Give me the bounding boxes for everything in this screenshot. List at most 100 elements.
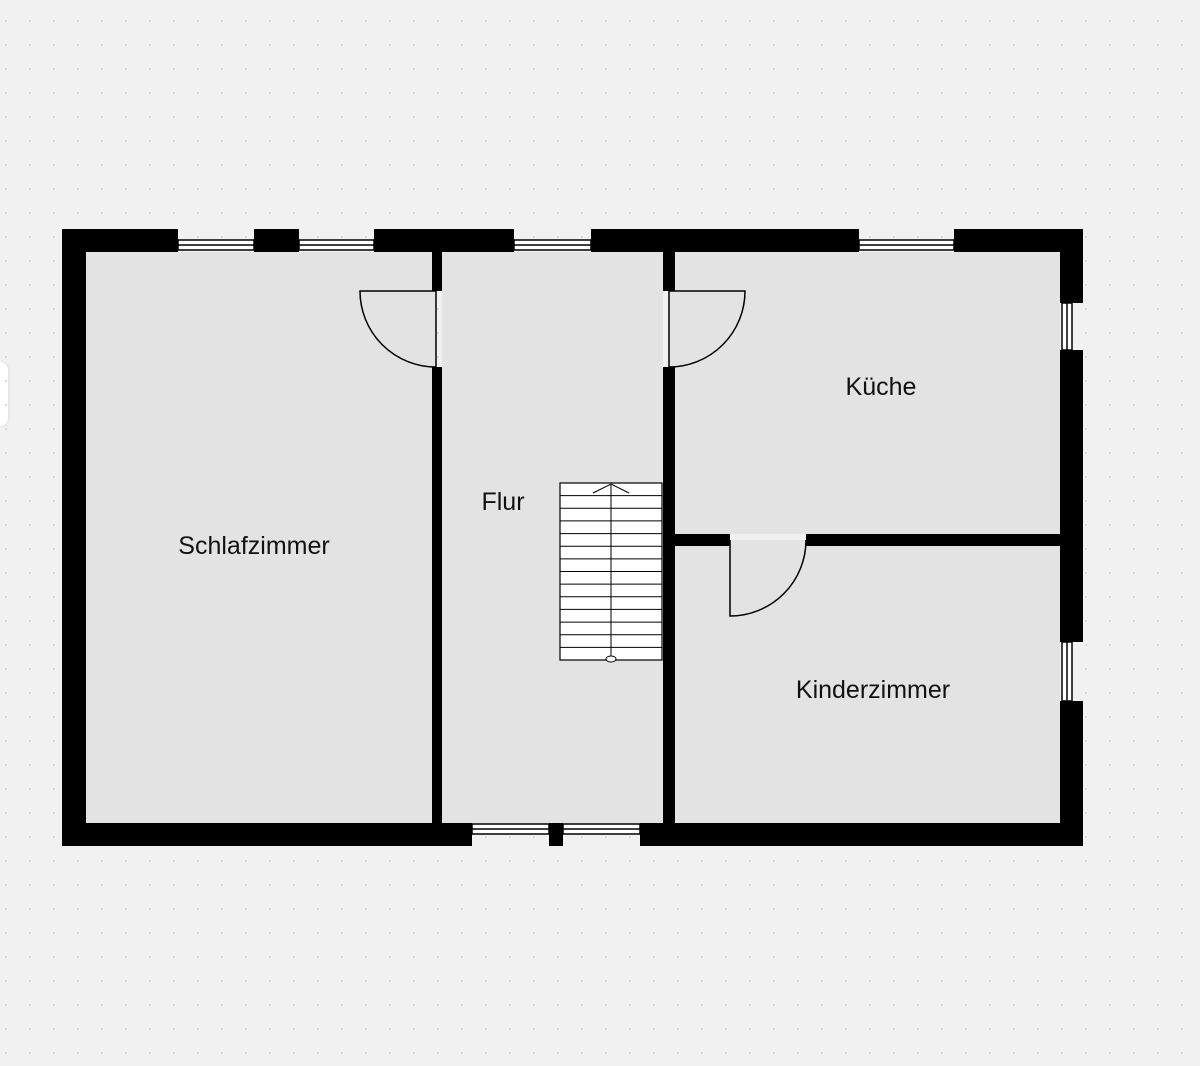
- grid-dot: [1133, 764, 1135, 766]
- grid-dot: [1037, 1028, 1039, 1030]
- grid-dot: [29, 332, 31, 334]
- grid-dot: [1061, 884, 1063, 886]
- grid-dot: [1013, 140, 1015, 142]
- grid-dot: [269, 980, 271, 982]
- grid-dot: [821, 92, 823, 94]
- grid-dot: [869, 140, 871, 142]
- grid-dot: [269, 68, 271, 70]
- grid-dot: [773, 884, 775, 886]
- grid-dot: [29, 620, 31, 622]
- grid-dot: [533, 932, 535, 934]
- grid-dot: [389, 860, 391, 862]
- grid-dot: [629, 44, 631, 46]
- grid-dot: [77, 908, 79, 910]
- grid-dot: [1181, 452, 1183, 454]
- grid-dot: [437, 44, 439, 46]
- grid-dot: [773, 44, 775, 46]
- grid-dot: [5, 836, 7, 838]
- grid-dot: [557, 860, 559, 862]
- grid-dot: [125, 860, 127, 862]
- grid-dot: [989, 20, 991, 22]
- grid-dot: [1085, 1052, 1087, 1054]
- grid-dot: [29, 1004, 31, 1006]
- grid-dot: [1157, 1052, 1159, 1054]
- grid-dot: [173, 1028, 175, 1030]
- grid-dot: [1133, 92, 1135, 94]
- grid-dot: [749, 980, 751, 982]
- room-floor-schlafzimmer[interactable]: [86, 252, 432, 823]
- grid-dot: [437, 92, 439, 94]
- grid-dot: [437, 164, 439, 166]
- grid-dot: [749, 1052, 751, 1054]
- grid-dot: [29, 812, 31, 814]
- grid-dot: [821, 68, 823, 70]
- grid-dot: [413, 1052, 415, 1054]
- grid-dot: [869, 932, 871, 934]
- grid-dot: [845, 1028, 847, 1030]
- grid-dot: [893, 68, 895, 70]
- grid-dot: [1133, 596, 1135, 598]
- grid-dot: [341, 140, 343, 142]
- grid-dot: [1133, 284, 1135, 286]
- side-panel-tab[interactable]: [0, 362, 8, 426]
- grid-dot: [677, 68, 679, 70]
- grid-dot: [1181, 812, 1183, 814]
- grid-dot: [389, 140, 391, 142]
- grid-dot: [701, 908, 703, 910]
- grid-dot: [1085, 644, 1087, 646]
- grid-dot: [677, 1052, 679, 1054]
- grid-dot: [965, 860, 967, 862]
- grid-dot: [629, 836, 631, 838]
- grid-dot: [557, 1052, 559, 1054]
- grid-dot: [677, 908, 679, 910]
- grid-dot: [1133, 860, 1135, 862]
- grid-dot: [581, 860, 583, 862]
- grid-dot: [485, 116, 487, 118]
- grid-dot: [1157, 716, 1159, 718]
- grid-dot: [917, 92, 919, 94]
- grid-dot: [581, 44, 583, 46]
- grid-dot: [1037, 20, 1039, 22]
- grid-dot: [629, 860, 631, 862]
- grid-dot: [389, 980, 391, 982]
- grid-dot: [941, 236, 943, 238]
- grid-dot: [725, 908, 727, 910]
- grid-dot: [77, 92, 79, 94]
- grid-dot: [77, 20, 79, 22]
- grid-dot: [221, 116, 223, 118]
- grid-dot: [269, 188, 271, 190]
- grid-dot: [1061, 212, 1063, 214]
- grid-dot: [125, 1028, 127, 1030]
- grid-dot: [77, 980, 79, 982]
- grid-dot: [461, 20, 463, 22]
- grid-dot: [1109, 188, 1111, 190]
- grid-dot: [1133, 68, 1135, 70]
- grid-dot: [5, 548, 7, 550]
- grid-dot: [173, 92, 175, 94]
- grid-dot: [1085, 812, 1087, 814]
- grid-dot: [125, 68, 127, 70]
- grid-dot: [245, 932, 247, 934]
- grid-dot: [29, 260, 31, 262]
- grid-dot: [893, 188, 895, 190]
- grid-dot: [29, 572, 31, 574]
- grid-dot: [1085, 356, 1087, 358]
- grid-dot: [773, 956, 775, 958]
- grid-dot: [989, 44, 991, 46]
- grid-dot: [965, 884, 967, 886]
- grid-dot: [341, 932, 343, 934]
- grid-dot: [725, 44, 727, 46]
- grid-dot: [1109, 260, 1111, 262]
- grid-dot: [725, 956, 727, 958]
- grid-dot: [1181, 500, 1183, 502]
- grid-dot: [605, 188, 607, 190]
- grid-dot: [893, 884, 895, 886]
- grid-dot: [341, 164, 343, 166]
- grid-dot: [221, 1028, 223, 1030]
- grid-dot: [5, 980, 7, 982]
- grid-dot: [1061, 1028, 1063, 1030]
- grid-dot: [5, 524, 7, 526]
- grid-dot: [1181, 908, 1183, 910]
- grid-dot: [1061, 1052, 1063, 1054]
- grid-dot: [941, 1028, 943, 1030]
